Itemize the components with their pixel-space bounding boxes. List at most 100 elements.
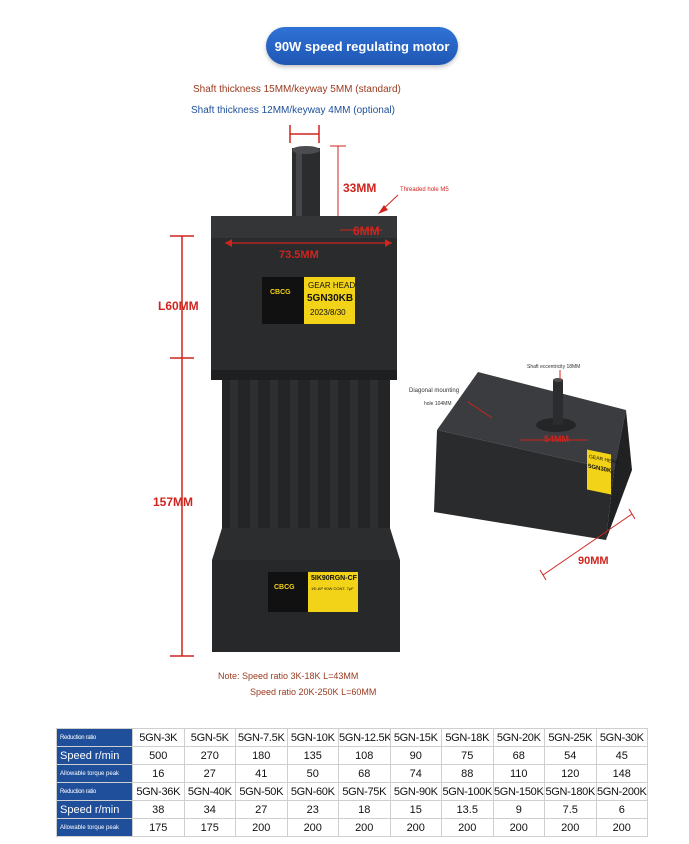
cbcg-logo-motor: CBCG — [274, 584, 295, 591]
gearhead-label-line3: 2023/8/30 — [310, 308, 346, 317]
speed-ratio-note-2: Speed ratio 20K-250K L=60MM — [250, 687, 377, 697]
key-width-label: 6MM — [353, 224, 380, 238]
table-row-torque-1: Allowable torque peak 16 27 41 50 68 74 … — [56, 764, 648, 783]
table-cell: 5GN-12.5K — [338, 728, 391, 747]
table-cell: 68 — [338, 764, 391, 783]
table-cell: 148 — [595, 764, 648, 783]
diagonal-hole-note-2: hole 104MM — [424, 401, 452, 407]
table-cell: 5GN-36K — [132, 782, 185, 801]
table-row-torque-2: Allowable torque peak 175 175 200 200 20… — [56, 818, 648, 837]
table-cell: 175 — [183, 818, 236, 837]
table-cell: 120 — [544, 764, 597, 783]
row-header-ratio: Reduction ratio — [56, 728, 133, 747]
motor-length-label: 157MM — [153, 495, 194, 509]
table-cell: 5GN-180K — [544, 782, 597, 801]
spec-table: Reduction ratio 5GN-3K 5GN-5K 5GN-7.5K 5… — [56, 728, 648, 837]
table-cell: 15 — [389, 800, 442, 819]
table-cell: 500 — [132, 746, 185, 765]
bolt-label: 54MM — [544, 434, 570, 444]
table-cell: 41 — [235, 764, 288, 783]
table-cell: 5GN-200K — [595, 782, 648, 801]
gearhead-length-label: L60MM — [158, 299, 199, 313]
table-cell: 5GN-3K — [132, 728, 185, 747]
table-cell: 200 — [235, 818, 288, 837]
table-cell: 5GN-10K — [286, 728, 339, 747]
width-label: 73.5MM — [279, 249, 319, 261]
gearhead-label-line2: 5GN30KB — [307, 293, 354, 304]
table-cell: 5GN-90K — [389, 782, 442, 801]
table-cell: 5GN-18K — [441, 728, 494, 747]
table-cell: 6 — [595, 800, 648, 819]
table-cell: 5GN-7.5K — [235, 728, 288, 747]
table-cell: 38 — [132, 800, 185, 819]
table-cell: 90 — [389, 746, 442, 765]
table-cell: 175 — [132, 818, 185, 837]
motor-logo-panel: CBCG — [268, 572, 308, 612]
table-cell: 200 — [492, 818, 545, 837]
table-cell: 5GN-5K — [183, 728, 236, 747]
row-header-speed: Speed r/min — [56, 746, 133, 765]
table-row-speed-2: Speed r/min 38 34 27 23 18 15 13.5 9 7.5… — [56, 800, 648, 819]
table-cell: 200 — [286, 818, 339, 837]
eccentricity-note: Shaft eccentricity 18MM — [527, 364, 581, 370]
side-length-label: 90MM — [578, 555, 609, 567]
table-row-speed-1: Speed r/min 500 270 180 135 108 90 75 68… — [56, 746, 648, 765]
side-label: GEAR HEAD 5GN30K — [587, 449, 618, 495]
row-header-ratio: Reduction ratio — [56, 782, 133, 801]
table-cell: 16 — [132, 764, 185, 783]
table-cell: 5GN-30K — [595, 728, 648, 747]
table-cell: 180 — [235, 746, 288, 765]
row-header-torque: Allowable torque peak — [56, 818, 133, 837]
gearhead-logo-panel: CBCG — [262, 277, 304, 324]
table-cell: 200 — [595, 818, 648, 837]
table-cell: 50 — [286, 764, 339, 783]
motor-label: 5IK90RGN-CF 1Φ-AP 90W CONT. 7μF — [308, 572, 358, 612]
table-cell: 5GN-15K — [389, 728, 442, 747]
diagonal-hole-note-1: Diagonal mounting — [409, 388, 460, 394]
side-label-line2: 5GN30K — [588, 463, 612, 475]
table-cell: 5GN-100K — [441, 782, 494, 801]
speed-ratio-note-1: Note: Speed ratio 3K-18K L=43MM — [218, 671, 359, 681]
title-badge: 90W speed regulating motor — [266, 27, 458, 65]
table-row-ratio-1: Reduction ratio 5GN-3K 5GN-5K 5GN-7.5K 5… — [56, 728, 648, 747]
table-cell: 54 — [544, 746, 597, 765]
shaft-standard-text: Shaft thickness 15MM/keyway 5MM (standar… — [193, 84, 401, 95]
table-cell: 110 — [492, 764, 545, 783]
table-cell: 200 — [389, 818, 442, 837]
table-cell: 13.5 — [441, 800, 494, 819]
table-cell: 75 — [441, 746, 494, 765]
motor-label-line2: 1Φ-AP 90W CONT. 7μF — [311, 586, 354, 591]
table-cell: 200 — [441, 818, 494, 837]
table-cell: 108 — [338, 746, 391, 765]
table-cell: 135 — [286, 746, 339, 765]
table-cell: 5GN-50K — [235, 782, 288, 801]
table-cell: 270 — [183, 746, 236, 765]
motor-dimension-drawing — [170, 125, 636, 657]
shaft-optional-text: Shaft thickness 12MM/keyway 4MM (optiona… — [191, 105, 395, 116]
motor-label-line1: 5IK90RGN-CF — [311, 575, 357, 582]
table-cell: 5GN-60K — [286, 782, 339, 801]
table-row-ratio-2: Reduction ratio 5GN-36K 5GN-40K 5GN-50K … — [56, 782, 648, 801]
cbcg-logo: CBCG — [270, 289, 291, 296]
table-cell: 5GN-150K — [492, 782, 545, 801]
table-cell: 7.5 — [544, 800, 597, 819]
gearhead-label-line1: GEAR HEAD — [308, 281, 356, 290]
table-cell: 18 — [338, 800, 391, 819]
threaded-hole-note: Threaded hole M5 — [400, 187, 449, 193]
table-cell: 68 — [492, 746, 545, 765]
row-header-torque: Allowable torque peak — [56, 764, 133, 783]
table-cell: 5GN-75K — [338, 782, 391, 801]
table-cell: 200 — [338, 818, 391, 837]
table-cell: 27 — [183, 764, 236, 783]
gearhead-label: GEAR HEAD 5GN30KB 2023/8/30 — [304, 277, 355, 324]
table-cell: 200 — [544, 818, 597, 837]
title-text: 90W speed regulating motor — [274, 38, 450, 54]
table-cell: 5GN-20K — [492, 728, 545, 747]
table-cell: 27 — [235, 800, 288, 819]
table-cell: 9 — [492, 800, 545, 819]
table-cell: 5GN-25K — [544, 728, 597, 747]
table-cell: 5GN-40K — [183, 782, 236, 801]
table-cell: 74 — [389, 764, 442, 783]
row-header-speed: Speed r/min — [56, 800, 133, 819]
table-cell: 45 — [595, 746, 648, 765]
